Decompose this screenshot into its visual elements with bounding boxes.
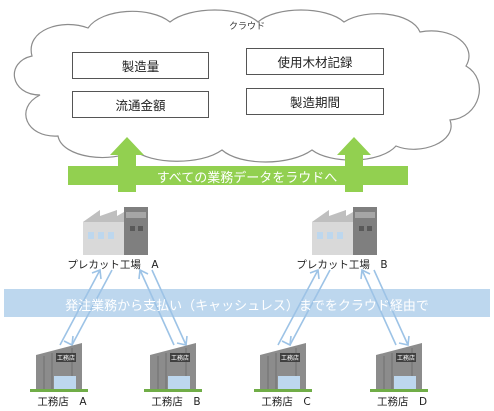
production-period-label: 製造期間 (289, 95, 340, 110)
production-period-box: 製造期間 (246, 88, 384, 115)
distribution-amount-label: 流通金額 (115, 98, 166, 113)
shop-factory-arrows (59, 268, 410, 347)
shop-c-icon (254, 343, 312, 392)
shop-d-label: 工務店 D (376, 396, 428, 408)
distribution-amount-box: 流通金額 (72, 91, 209, 118)
factory-b-label: プレカット工場 B (296, 259, 388, 271)
shop-a-icon (30, 343, 88, 392)
upper-banner-bar (68, 166, 408, 185)
upper-banner-text: すべての業務データをラウドへ (156, 171, 338, 186)
lower-banner-text: 発注業務から支払い（キャッシュレス）までをクラウド経由で (65, 299, 429, 314)
factory-a-label: プレカット工場 A (67, 259, 159, 271)
production-volume-box: 製造量 (72, 52, 209, 79)
shop-c-sign: 工務店 (281, 354, 299, 362)
shop-b-label: 工務店 B (151, 396, 201, 408)
shop-a-label: 工務店 A (37, 396, 87, 408)
shop-b-icon (144, 343, 202, 392)
shop-d-sign: 工務店 (397, 354, 415, 362)
cloud-title: クラウド (228, 22, 265, 32)
shop-a-sign: 工務店 (57, 354, 75, 362)
production-volume-label: 製造量 (121, 59, 160, 74)
factory-b-icon (312, 207, 377, 255)
shop-d-icon (370, 343, 428, 392)
timber-usage-record-label: 使用木材記録 (277, 55, 353, 70)
cloud-shape (13, 9, 480, 163)
timber-usage-record-box: 使用木材記録 (246, 48, 384, 75)
shop-b-sign: 工務店 (171, 354, 189, 362)
factory-a-icon (83, 207, 148, 255)
lower-banner-bar (4, 289, 490, 317)
shop-c-label: 工務店 C (261, 396, 311, 408)
